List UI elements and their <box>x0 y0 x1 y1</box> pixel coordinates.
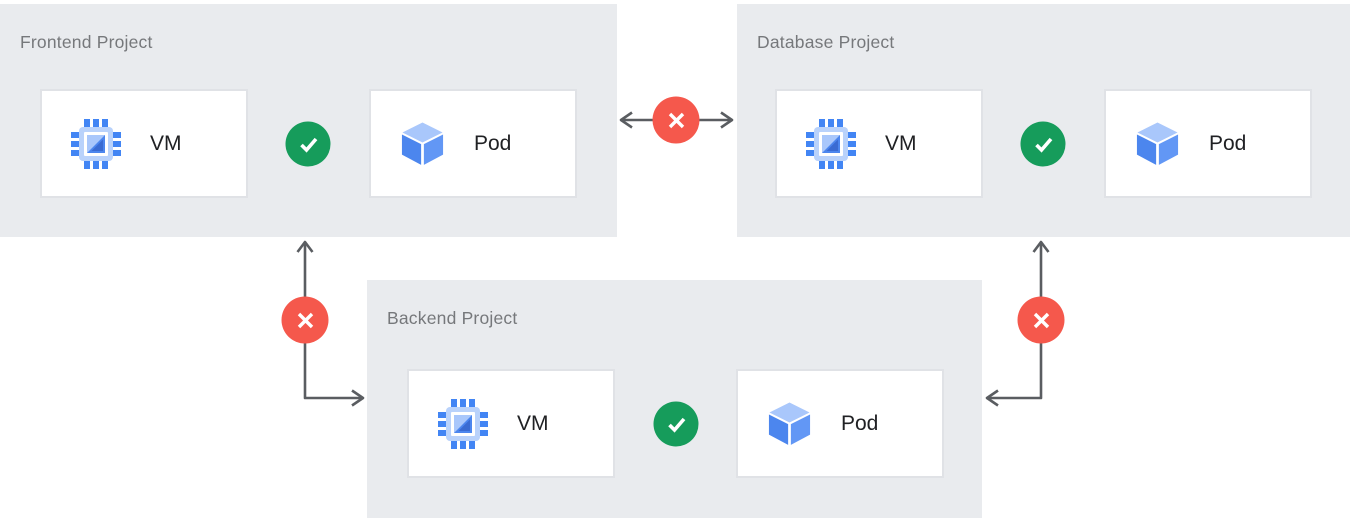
allowed-check-badge <box>285 121 331 167</box>
kubernetes-pod-icon <box>1136 122 1179 165</box>
arrowhead-right-icon <box>351 389 365 407</box>
compute-engine-vm-icon <box>806 118 856 169</box>
kubernetes-pod-icon <box>768 402 811 445</box>
pod-node-card: Pod <box>369 89 577 198</box>
compute-engine-vm-icon <box>438 398 488 449</box>
project-title: Backend Project <box>387 308 518 328</box>
vm-label: VM <box>517 411 549 435</box>
vm-node-card: VM <box>775 89 983 198</box>
pod-node-card: Pod <box>1104 89 1312 198</box>
check-icon <box>299 137 317 153</box>
backend-project-panel: Backend Project VM <box>367 280 982 518</box>
pod-label: Pod <box>474 131 512 155</box>
check-icon <box>667 417 685 433</box>
arrowhead-up-icon <box>1032 240 1050 253</box>
project-title: Database Project <box>757 32 895 52</box>
pod-label: Pod <box>1209 131 1247 155</box>
x-icon <box>668 112 684 128</box>
vm-node-card: VM <box>40 89 248 198</box>
blocked-x-badge <box>1017 296 1065 344</box>
vm-label: VM <box>885 131 917 155</box>
vm-label: VM <box>150 131 182 155</box>
x-icon <box>297 312 313 328</box>
frontend-project-panel: Frontend Project VM <box>0 4 617 237</box>
arrowhead-right-icon <box>720 111 734 129</box>
blocked-x-badge <box>652 96 700 144</box>
database-project-panel: Database Project VM <box>737 4 1350 237</box>
arrowhead-left-icon <box>619 111 633 129</box>
arrowhead-left-icon <box>985 389 999 407</box>
project-title: Frontend Project <box>20 32 153 52</box>
x-icon <box>1033 312 1049 328</box>
kubernetes-pod-icon <box>401 122 444 165</box>
vm-node-card: VM <box>407 369 615 478</box>
compute-engine-vm-icon <box>71 118 121 169</box>
check-icon <box>1034 137 1052 153</box>
arrowhead-up-icon <box>296 240 314 253</box>
pod-label: Pod <box>841 411 879 435</box>
blocked-x-badge <box>281 296 329 344</box>
pod-node-card: Pod <box>736 369 944 478</box>
allowed-check-badge <box>653 401 699 447</box>
allowed-check-badge <box>1020 121 1066 167</box>
